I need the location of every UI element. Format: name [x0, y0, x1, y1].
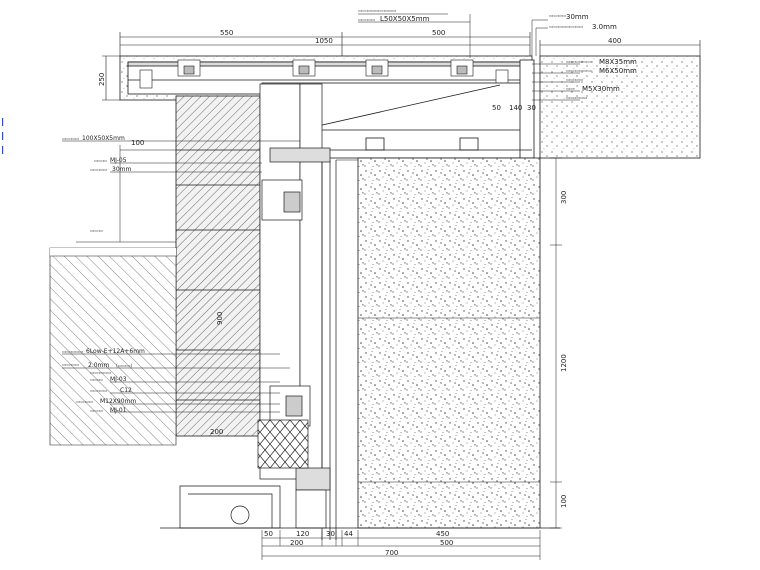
- margin-glyph: I: [1, 116, 4, 129]
- dim-left-100: 100: [131, 139, 144, 147]
- dim-left-200: 200: [210, 428, 223, 436]
- annotation-bolt-m12: M12X90mm: [100, 398, 136, 405]
- left-small-dims: [76, 145, 176, 243]
- dim-right-span: 500: [432, 29, 445, 37]
- margin-glyphs: I I I: [1, 116, 4, 157]
- annotation-mj01: MJ-01: [110, 407, 127, 414]
- label-left-1: ▭▭▭▭: [62, 137, 79, 142]
- label-top-1: ▭▭▭▭▭▭▭▭▭: [358, 9, 396, 14]
- right-vertical-dims: [550, 157, 562, 529]
- dim-left-height: 250: [98, 73, 106, 86]
- dim-left-span: 550: [220, 29, 233, 37]
- margin-glyph: I: [1, 130, 4, 143]
- dim-bottom-30: 30: [326, 530, 335, 538]
- dim-mid-30: 30: [527, 104, 536, 112]
- mullion-system: [259, 83, 337, 540]
- label-left-11: ▭▭▭▭: [76, 400, 93, 405]
- top-dimensions: [119, 32, 701, 56]
- dim-bottom-450: 450: [436, 530, 449, 538]
- label-right-1: ▭▭▭▭▭▭: [566, 60, 592, 65]
- dim-right-300: 300: [560, 191, 568, 204]
- annotation-mj05: MJ-05: [110, 157, 127, 164]
- annotation-thk-3: 3.0mm: [592, 23, 617, 31]
- label-left-5: ▭▭▭▭▭: [62, 350, 83, 355]
- left-leaders: [62, 140, 300, 413]
- label-left-2: ▭▭▭: [94, 159, 107, 164]
- dim-overall: 1050: [315, 37, 333, 45]
- stone-joints: [176, 149, 260, 401]
- bottom-dimensions: [261, 530, 541, 560]
- dim-right-bottom: 100: [560, 495, 568, 508]
- stone-cladding: [175, 95, 261, 437]
- annotation-bolt-2: M6X50mm: [599, 67, 637, 75]
- label-left-6: ▭▭▭▭: [62, 363, 79, 368]
- dim-right-block: 400: [608, 37, 621, 45]
- label-left-7: (▭▭▭): [116, 363, 133, 369]
- dim-bottom-44: 44: [344, 530, 353, 538]
- label-top-right-2: ▭▭▭▭▭▭▭▭: [549, 25, 583, 30]
- annotation-thk-30: 30mm: [566, 13, 589, 21]
- label-right-2: ▭▭▭▭▭▭: [566, 69, 592, 74]
- annotation-steel-tube: 100X50X5mm: [82, 135, 125, 142]
- earth-top-gap: [50, 248, 176, 256]
- label-right-3: ▭▭▭▭: [566, 78, 583, 83]
- dim-stone-height: 900: [216, 312, 224, 325]
- label-top-right-1: ▭▭▭▭: [549, 14, 566, 19]
- annotation-alu-2: 2.0mm: [88, 362, 109, 369]
- dim-bottom-500: 500: [440, 539, 453, 547]
- margin-glyph: I: [1, 144, 4, 157]
- dim-bottom-50: 50: [264, 530, 273, 538]
- dim-right-1200: 1200: [560, 354, 568, 372]
- insulation: [257, 419, 309, 469]
- label-right-4: ▭▭: [566, 87, 575, 92]
- annotation-glass: 6Low-E+12A+6mm: [86, 348, 145, 355]
- dim-bottom-200: 200: [290, 539, 303, 547]
- label-right-5: ▭▭▭▭▭: [566, 96, 587, 101]
- annotation-bolt-1: M8X35mm: [599, 58, 637, 66]
- label-left-3: ▭▭▭▭: [90, 168, 107, 173]
- earth-fill: [49, 247, 177, 446]
- label-left-9: ▭▭▭: [90, 378, 103, 383]
- label-left-12: ▭▭▭: [90, 409, 103, 414]
- annotation-angle-steel: L50X50X5mm: [380, 15, 430, 23]
- base-detail: [179, 485, 327, 529]
- top-right-leaders: [358, 13, 548, 58]
- dim-mid-50: 50: [492, 104, 501, 112]
- label-left-8: ▭▭▭▭▭: [90, 371, 111, 376]
- annotation-thk-30b: 30mm: [112, 166, 131, 173]
- dim-mid-140: 140: [509, 104, 522, 112]
- dim-bottom-120: 120: [296, 530, 309, 538]
- concrete-column: [357, 157, 541, 529]
- label-left-10: ▭▭▭▭: [90, 389, 107, 394]
- annotation-c12: C12: [120, 387, 132, 394]
- annotation-mj03: MJ-03: [110, 376, 127, 383]
- annotation-bolt-3: M5X30mm: [582, 85, 620, 93]
- right-leaders: [532, 63, 580, 101]
- beam-brackets: [139, 59, 509, 89]
- label-top-2: ▭▭▭▭: [358, 18, 375, 23]
- label-left-4: ▭▭▭: [90, 229, 103, 234]
- left-height-dim: [102, 55, 120, 101]
- dim-bottom-700: 700: [385, 549, 398, 557]
